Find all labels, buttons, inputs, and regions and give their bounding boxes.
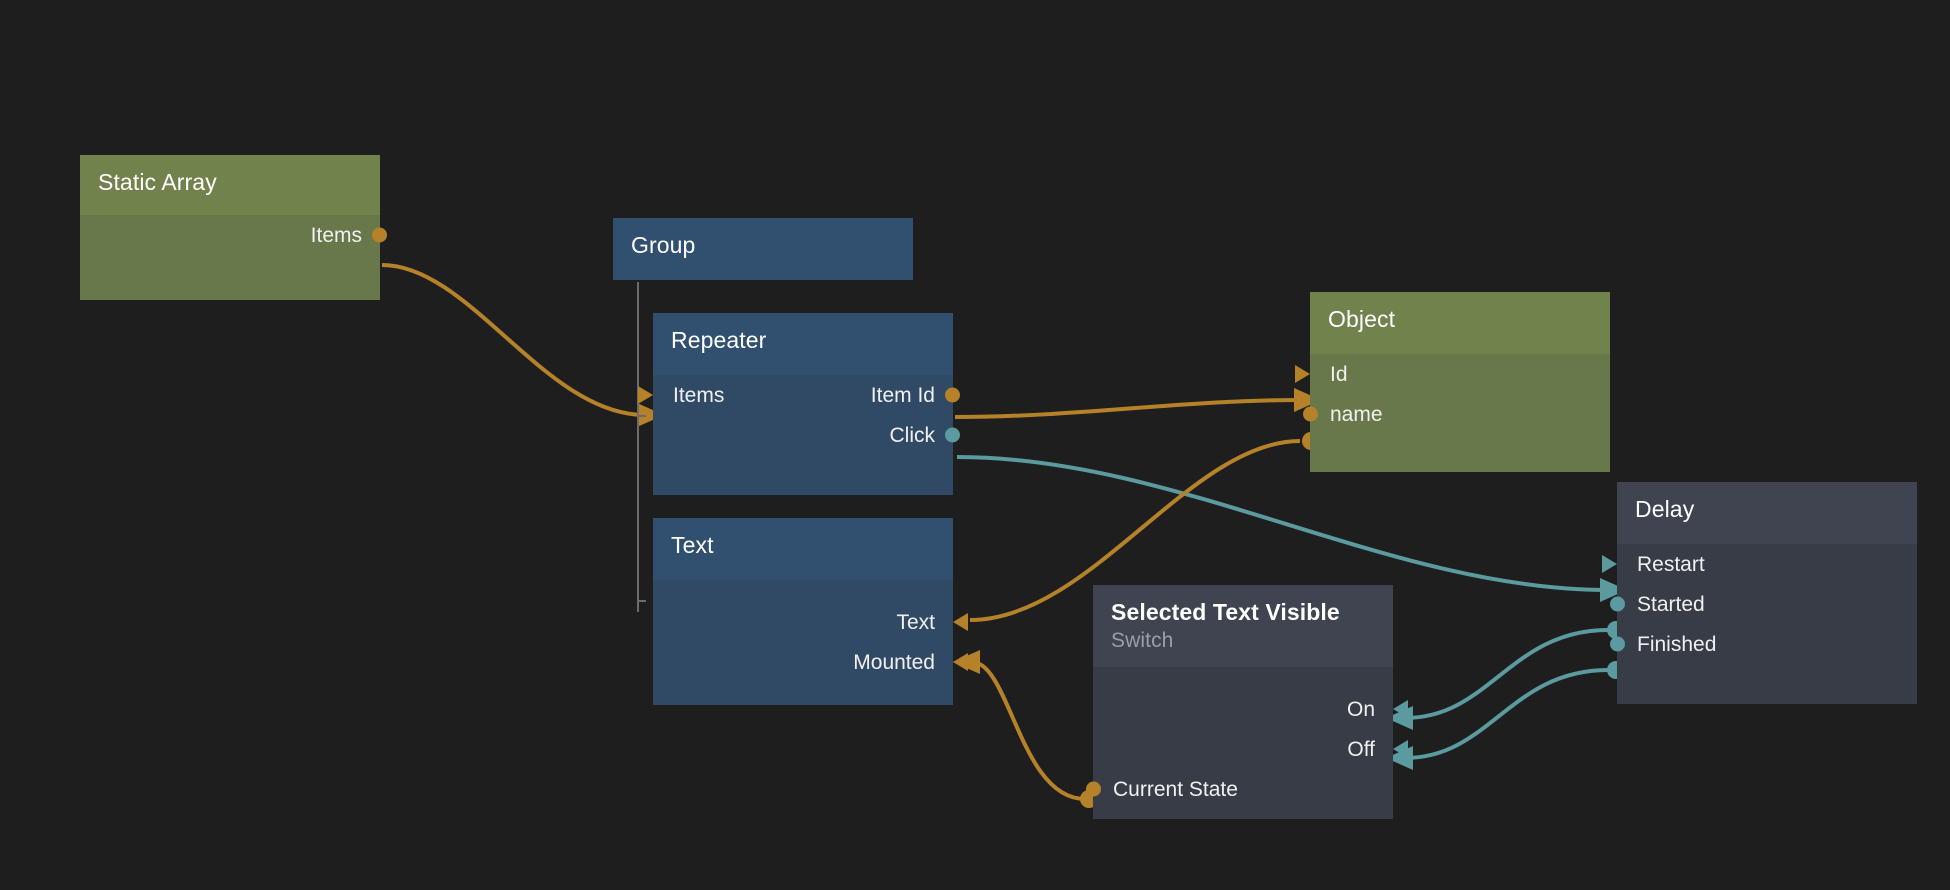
port-label-click: Click — [889, 423, 936, 447]
port-label-started: Started — [1637, 592, 1705, 616]
port-row-restart[interactable]: Restart — [1602, 544, 1917, 584]
node-title: Group — [613, 218, 913, 280]
port-label-finished: Finished — [1637, 632, 1717, 656]
node-title: Object — [1310, 292, 1610, 354]
node-title: Delay — [1617, 482, 1917, 544]
port-label-item-id: Item Id — [870, 383, 935, 407]
wire-click-to-restart — [956, 455, 1627, 602]
node-body: Text Mounted — [653, 580, 968, 705]
wire-finished-to-off — [1386, 661, 1625, 770]
port-arrow-off[interactable] — [1393, 740, 1408, 758]
node-title: Repeater — [653, 313, 953, 375]
node-selected-text-visible[interactable]: Selected Text Visible Switch On Off Curr… — [1086, 585, 1408, 819]
node-title-text: Object — [1328, 306, 1396, 332]
node-object[interactable]: Object Id name — [1295, 292, 1610, 472]
port-arrow-mounted[interactable] — [953, 653, 968, 671]
port-row-items[interactable]: Items Item Id — [638, 375, 960, 415]
port-label-text: Text — [896, 610, 935, 634]
port-label-items: Items — [673, 383, 725, 407]
port-arrow-text[interactable] — [953, 613, 968, 631]
port-row-mounted[interactable]: Mounted — [653, 642, 968, 682]
node-title: Selected Text Visible Switch — [1093, 585, 1393, 667]
group-bracket-line — [637, 282, 639, 612]
node-body: Restart Started Finished — [1602, 544, 1917, 704]
port-row-id[interactable]: Id — [1295, 354, 1610, 394]
port-row-off[interactable]: Off — [1093, 729, 1408, 769]
node-title: Static Array — [80, 155, 380, 215]
port-arrow-items[interactable] — [638, 386, 653, 404]
port-row-name[interactable]: name — [1303, 394, 1610, 434]
node-body: Items — [80, 215, 387, 300]
node-title-text: Delay — [1635, 496, 1695, 522]
group-bracket-tick — [637, 600, 646, 602]
node-body: On Off Current State — [1086, 667, 1408, 819]
group-bracket-tick — [637, 415, 646, 417]
node-repeater[interactable]: Repeater Items Item Id Click — [638, 313, 960, 495]
port-dot-finished[interactable] — [1610, 636, 1625, 652]
port-label-items: Items — [310, 223, 362, 247]
port-dot-started[interactable] — [1610, 596, 1625, 612]
port-dot-item-id[interactable] — [945, 387, 960, 403]
node-title-text: Static Array — [98, 169, 217, 195]
port-dot-click[interactable] — [945, 427, 960, 443]
node-subtitle-text: Switch — [1111, 629, 1174, 653]
wire-currentstate-to-mounted — [953, 650, 1098, 808]
node-text[interactable]: Text Text Mounted — [653, 518, 968, 705]
port-label-current-state: Current State — [1113, 777, 1238, 801]
node-title: Text — [653, 518, 953, 580]
node-body: Id name — [1295, 354, 1610, 472]
port-dot-current-state[interactable] — [1086, 781, 1101, 797]
port-label-mounted: Mounted — [853, 650, 935, 674]
port-row-spacer — [653, 580, 953, 602]
port-dot-items[interactable] — [372, 227, 387, 243]
node-title-text: Group — [631, 232, 696, 258]
node-title-text: Repeater — [671, 327, 767, 353]
port-dot-name[interactable] — [1303, 406, 1318, 422]
port-arrow-on[interactable] — [1393, 700, 1408, 718]
node-group[interactable]: Group — [613, 218, 913, 280]
node-static-array[interactable]: Static Array Items — [80, 155, 387, 300]
wire-itemid-to-id — [954, 388, 1321, 419]
port-label-restart: Restart — [1637, 552, 1705, 576]
wire-started-to-on — [1386, 621, 1625, 730]
port-label-name: name — [1330, 402, 1383, 426]
port-row-finished[interactable]: Finished — [1610, 624, 1917, 664]
port-arrow-id[interactable] — [1295, 365, 1310, 383]
port-label-off: Off — [1347, 737, 1375, 761]
wire-items-to-items — [381, 263, 664, 427]
node-title-text: Selected Text Visible — [1111, 599, 1340, 625]
node-title-text: Text — [671, 532, 714, 558]
port-row-spacer — [1093, 667, 1393, 689]
port-row-on[interactable]: On — [1093, 689, 1408, 729]
port-row-items[interactable]: Items — [80, 215, 387, 255]
port-label-id: Id — [1330, 362, 1348, 386]
node-body: Items Item Id Click — [638, 375, 960, 495]
port-row-started[interactable]: Started — [1610, 584, 1917, 624]
node-delay[interactable]: Delay Restart Started Finished — [1602, 482, 1917, 704]
port-row-text[interactable]: Text — [653, 602, 968, 642]
port-row-current-state[interactable]: Current State — [1086, 769, 1393, 809]
port-row-click[interactable]: Click — [653, 415, 960, 455]
port-label-on: On — [1346, 697, 1375, 721]
port-arrow-restart[interactable] — [1602, 555, 1617, 573]
